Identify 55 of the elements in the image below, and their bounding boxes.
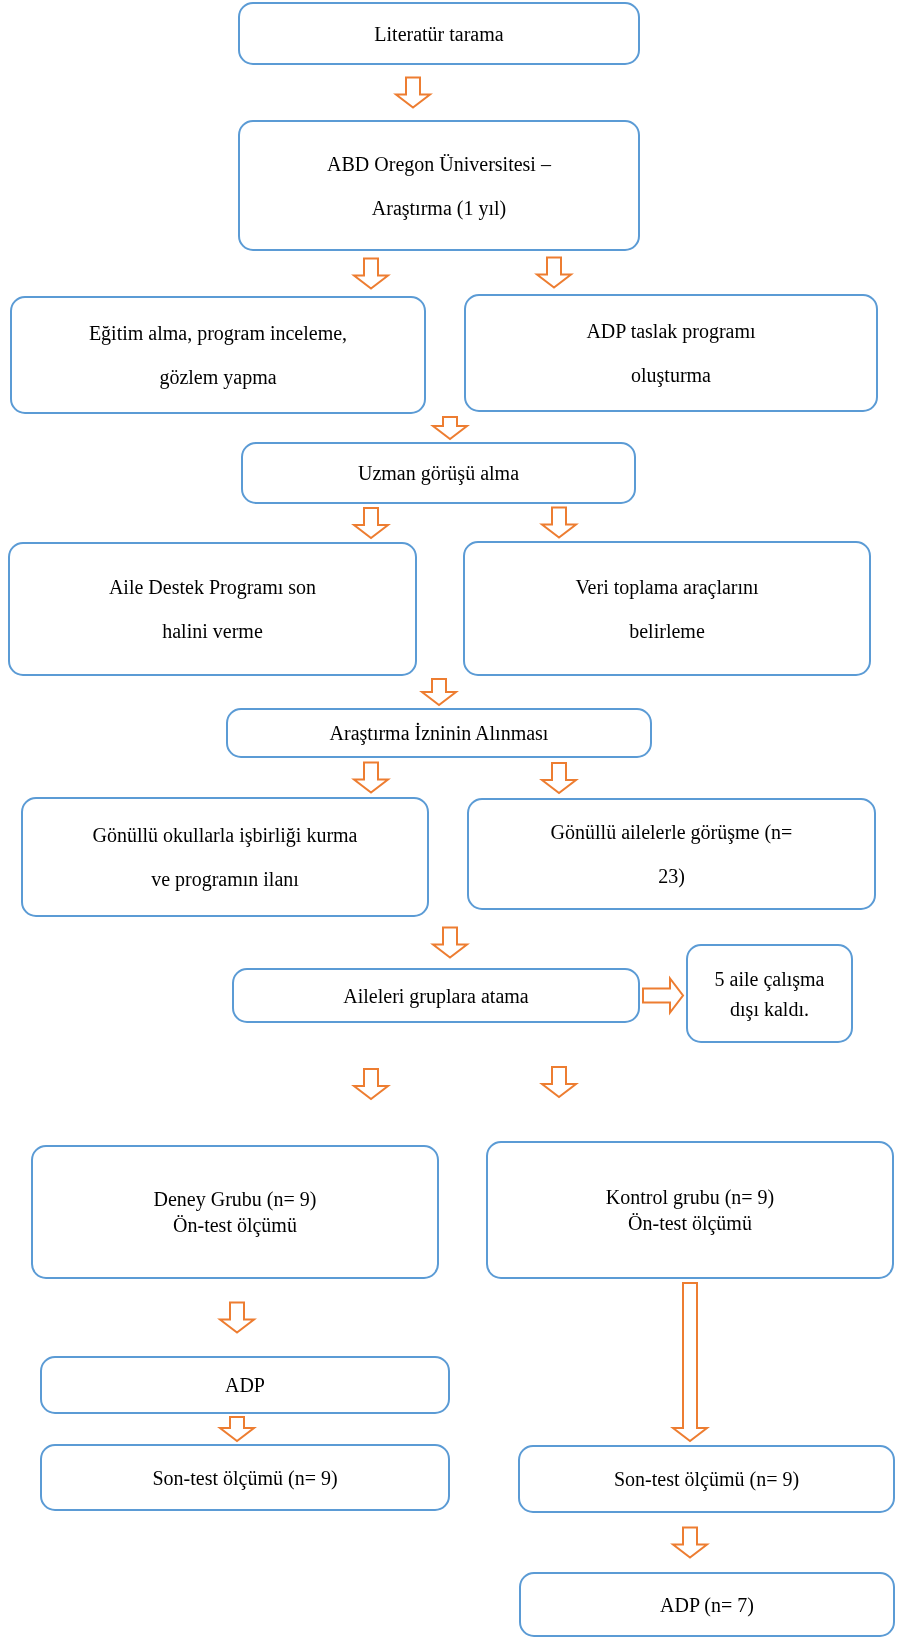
box-text: Araştırma İzninin Alınması	[329, 721, 549, 746]
block-arrow	[539, 506, 579, 539]
box-text: Ön-test ölçümü	[173, 1213, 297, 1238]
block-arrow	[351, 257, 391, 290]
process-box	[486, 1141, 894, 1279]
box-text: Deney Grubu (n= 9)	[153, 1187, 317, 1212]
process-box	[686, 944, 853, 1043]
block-arrow	[670, 1282, 710, 1443]
block-arrow	[539, 762, 579, 795]
process-box	[467, 798, 876, 910]
box-text: Son-test ölçümü (n= 9)	[613, 1467, 800, 1492]
process-box	[40, 1444, 450, 1511]
process-box	[238, 120, 640, 251]
block-arrow	[534, 256, 574, 289]
box-text: 5 aile çalışma dışı kaldı.	[713, 966, 826, 1023]
block-arrow	[217, 1416, 257, 1443]
block-arrow	[393, 76, 433, 109]
block-arrow	[351, 507, 391, 540]
block-arrow	[430, 416, 470, 441]
box-text: ABD Oregon Üniversitesi – Araştırma (1 yıl)	[326, 151, 552, 222]
process-box	[463, 541, 871, 676]
box-text: Literatür tarama	[374, 21, 504, 47]
box-text: Veri toplama araçlarını belirleme	[574, 574, 760, 644]
process-box	[519, 1572, 895, 1637]
box-text: ADP (n= 7)	[660, 1592, 754, 1618]
process-box	[10, 296, 426, 414]
process-box	[238, 2, 640, 65]
block-arrow	[419, 678, 459, 707]
process-box	[241, 442, 636, 504]
block-arrow	[351, 1068, 391, 1101]
block-arrow	[539, 1066, 579, 1099]
box-text: Son-test ölçümü (n= 9)	[152, 1465, 338, 1491]
block-arrow	[430, 926, 470, 959]
process-box	[21, 797, 429, 917]
box-text: Gönüllü okullarla işbirliği kurma ve programın ilanı	[91, 823, 359, 893]
box-text: Aileleri gruplara atama	[343, 983, 529, 1009]
box-text: Gönüllü ailelerle görüşme (n= 23)	[549, 820, 794, 890]
process-box	[518, 1445, 895, 1513]
box-text: Aile Destek Programı son halini verme	[107, 575, 318, 644]
box-text: ADP taslak programı oluşturma	[585, 319, 757, 389]
process-box	[464, 294, 878, 412]
box-text: Ön-test ölçümü	[628, 1211, 752, 1236]
box-text: Uzman görüşü alma	[357, 461, 520, 486]
box-text: Eğitim alma, program inceleme, gözlem yapma	[88, 321, 348, 391]
block-arrow	[217, 1301, 257, 1334]
block-arrow	[351, 761, 391, 794]
block-arrow	[670, 1526, 710, 1559]
box-text: Kontrol grubu (n= 9)	[605, 1185, 775, 1210]
process-box	[226, 708, 652, 758]
process-box	[31, 1145, 439, 1279]
process-box	[232, 968, 640, 1023]
process-box	[40, 1356, 450, 1414]
box-text: ADP	[225, 1373, 265, 1398]
block-arrow	[642, 975, 685, 1016]
process-box	[8, 542, 417, 676]
